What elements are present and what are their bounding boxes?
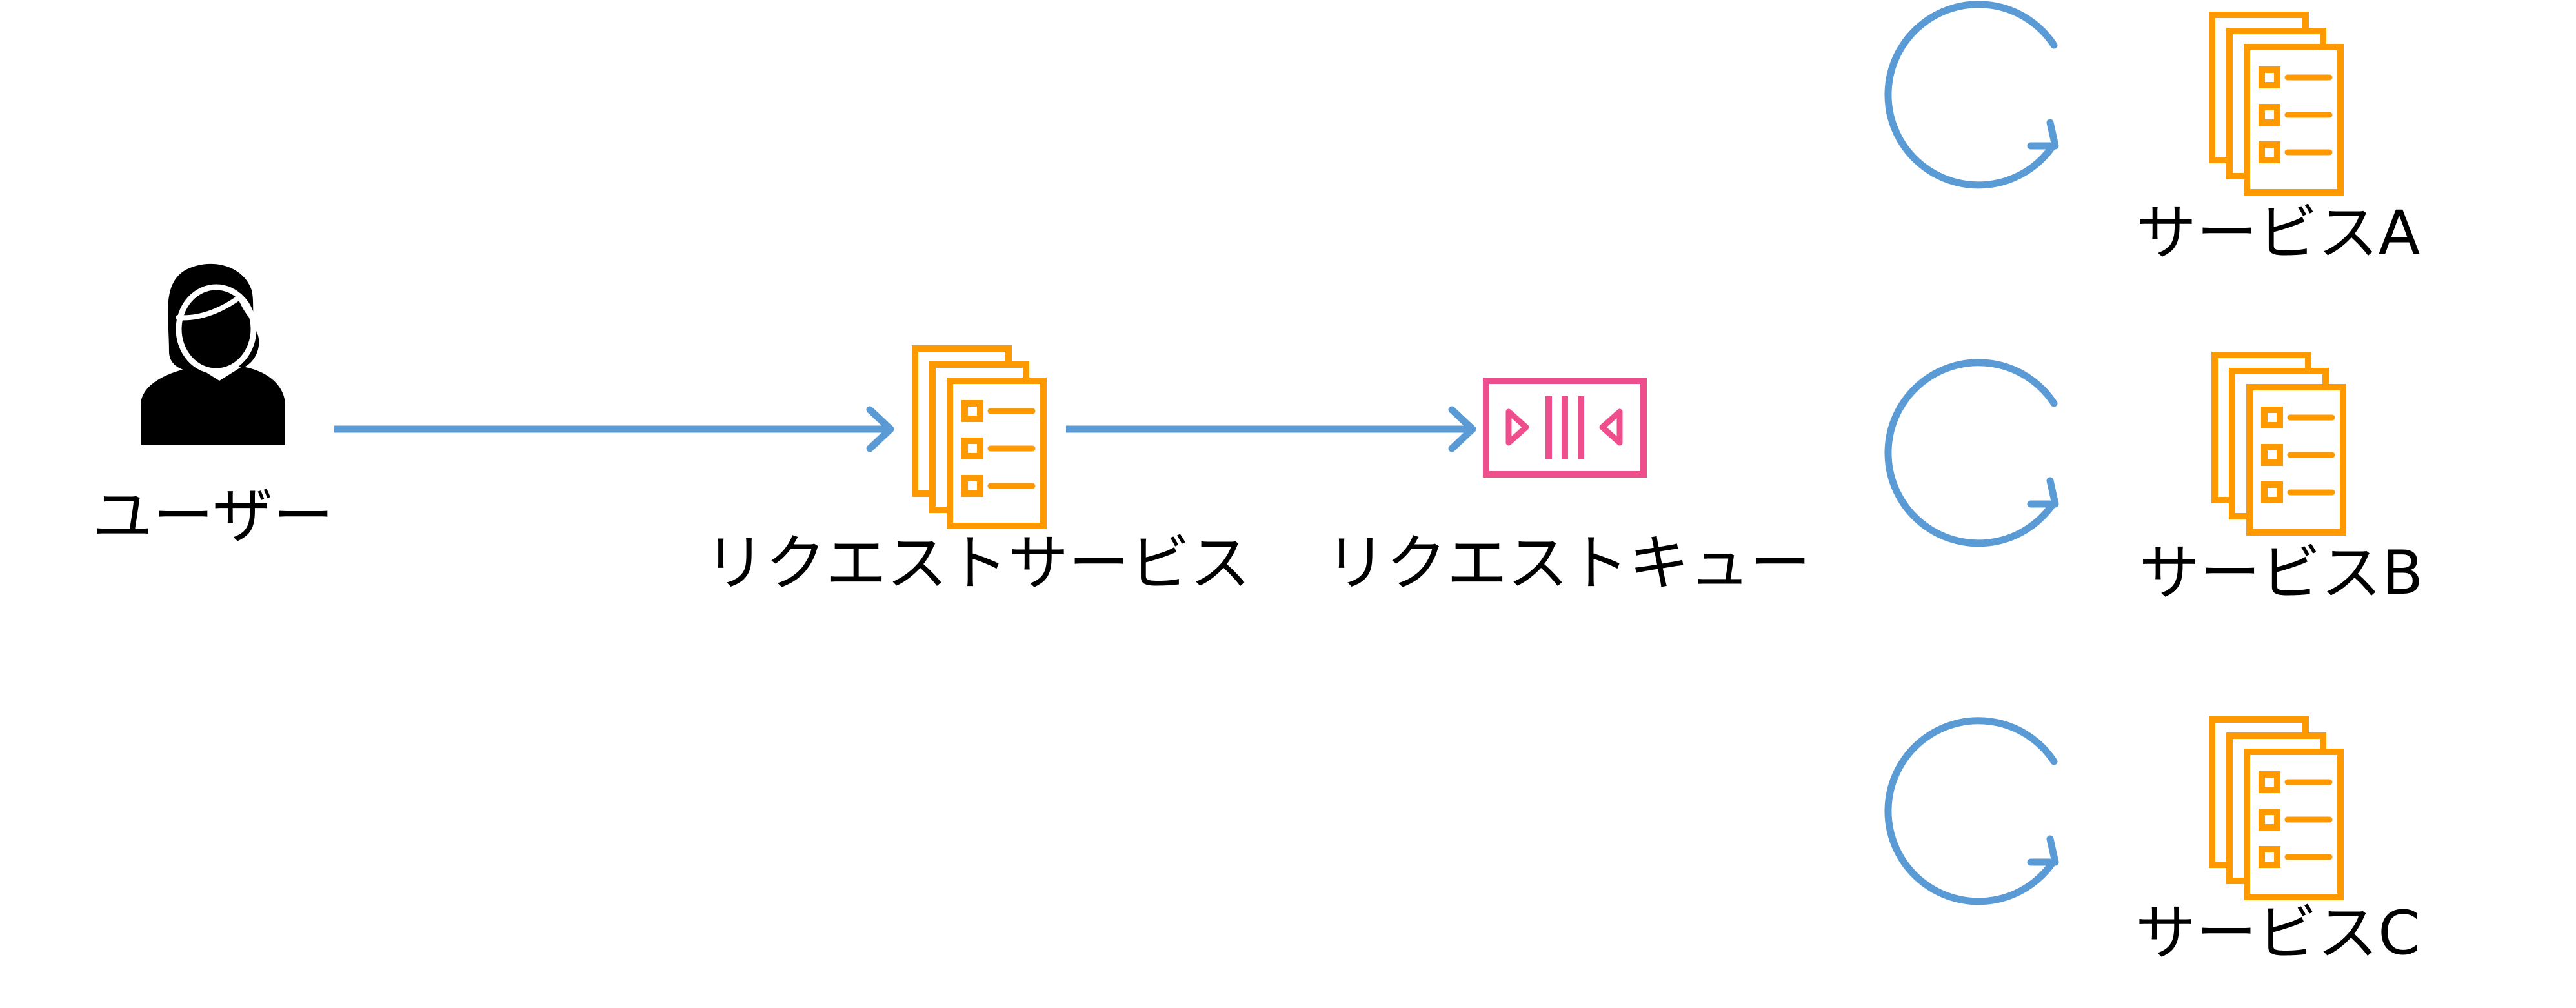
polling-loop-icon — [1888, 721, 2055, 902]
service-b-label: サービスB — [2139, 538, 2424, 609]
request-service-label: リクエストサービス — [705, 529, 1251, 599]
user-label: ユーザー — [92, 481, 334, 552]
service-document-stack-icon — [2215, 355, 2343, 532]
service-document-stack-icon — [2212, 720, 2340, 897]
user-icon — [141, 263, 285, 445]
user-node: ユーザー — [92, 263, 334, 552]
request-queue-node: リクエストキュー — [1325, 378, 1811, 599]
service-b-node: サービスB — [1888, 355, 2423, 609]
queue-icon — [1483, 378, 1647, 478]
service-a-label: サービスA — [2136, 198, 2420, 268]
service-a-node: サービスA — [1888, 5, 2420, 268]
polling-loop-icon — [1888, 363, 2055, 543]
polling-loop-icon — [1888, 5, 2055, 185]
service-document-stack-icon — [2212, 15, 2340, 192]
service-c-label: サービスC — [2135, 898, 2420, 969]
request-service-node: リクエストサービス — [705, 348, 1251, 599]
arrow-request-service-to-queue — [1066, 406, 1476, 452]
service-c-node: サービスC — [1888, 720, 2420, 969]
arrow-user-to-request-service — [334, 406, 894, 452]
request-queue-label: リクエストキュー — [1325, 529, 1811, 599]
service-document-stack-icon — [915, 348, 1043, 526]
